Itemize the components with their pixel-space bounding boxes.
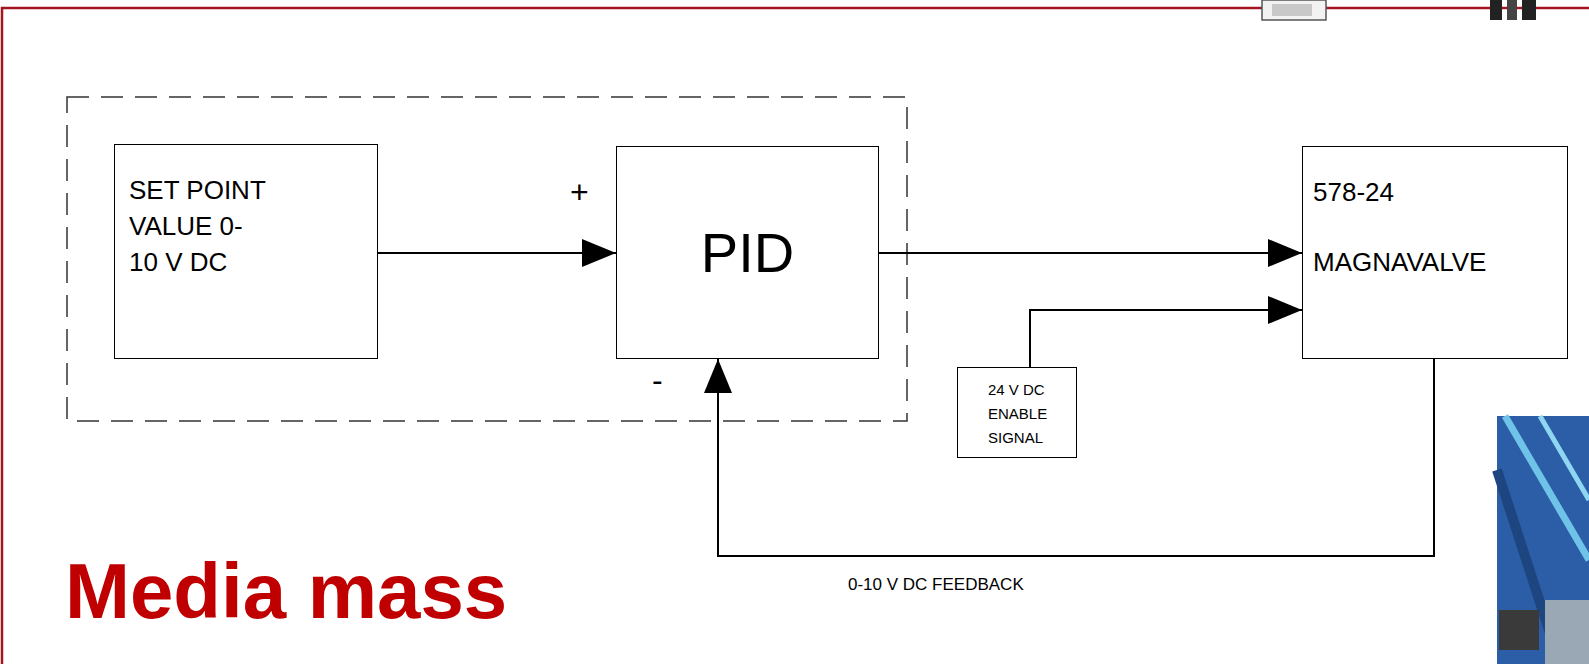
photo-hose (1540, 416, 1589, 500)
slide-frame (2, 8, 1589, 664)
machine-photo (1497, 416, 1589, 664)
connector-group (378, 253, 1434, 556)
sign-minus: - (652, 364, 663, 396)
signal-connector (718, 359, 1434, 556)
controller-box: PID (616, 146, 879, 359)
connector-label: 0-10 V DC FEEDBACK (846, 575, 1026, 595)
signal-connector (378, 252, 616, 254)
sign-plus: + (570, 176, 589, 208)
photo-part (1499, 610, 1539, 650)
slide-title: Media mass (65, 552, 507, 630)
picture-part (1522, 0, 1536, 20)
valve-box: 578-24MAGNAVALVE (1302, 146, 1568, 359)
photo-ground (1497, 416, 1589, 664)
photo-part (1545, 600, 1589, 664)
dashed-controller-group (67, 97, 907, 421)
node-text: 578-24 (1313, 174, 1557, 210)
picture-part (1490, 0, 1502, 20)
signal-connector (1030, 310, 1302, 367)
picture-fill (1272, 4, 1312, 16)
node-text: 24 V DC ENABLE SIGNAL (988, 378, 1068, 450)
setpoint-box: SET POINT VALUE 0-10 V DC (114, 144, 378, 359)
node-text: MAGNAVALVE (1313, 244, 1557, 280)
signal-connector (879, 252, 1302, 254)
enable-signal-box: 24 V DC ENABLE SIGNAL (957, 367, 1077, 458)
picture-frame (1262, 0, 1326, 20)
node-text: SET POINT VALUE 0-10 V DC (129, 172, 270, 280)
picture-part (1507, 0, 1517, 20)
corner-picture (1262, 0, 1536, 20)
node-text: PID (701, 221, 794, 285)
